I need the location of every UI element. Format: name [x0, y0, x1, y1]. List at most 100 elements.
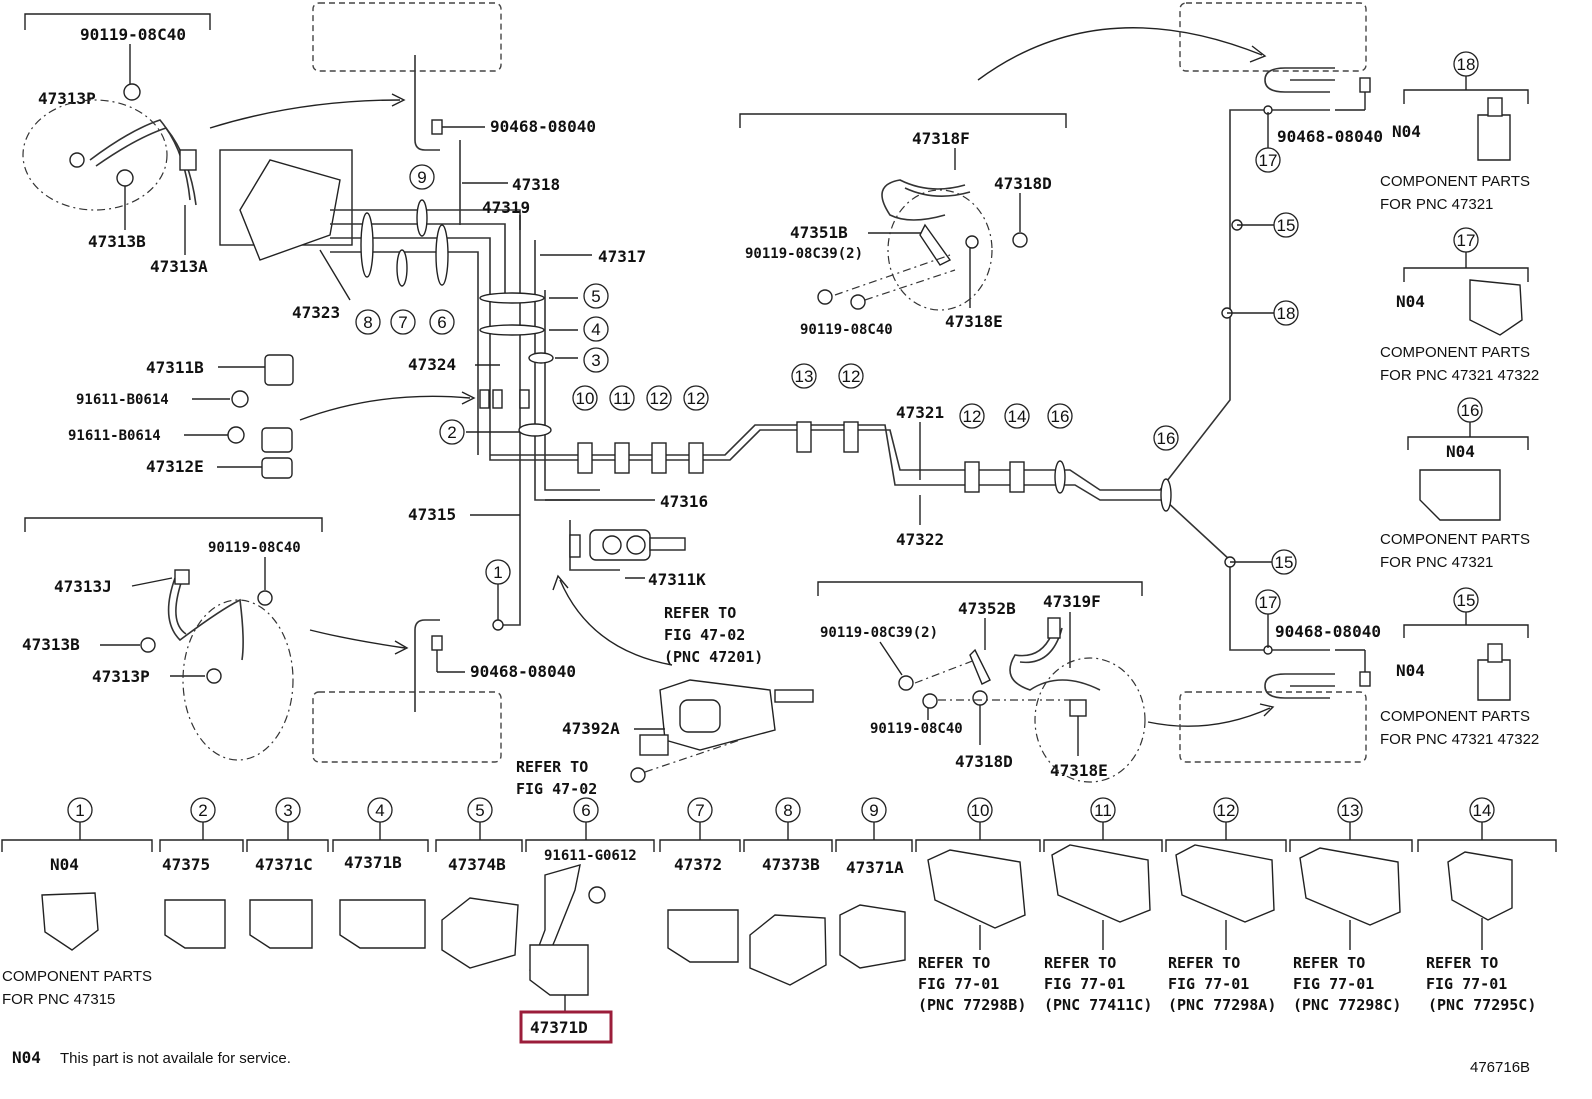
label-refer-b2[interactable]: FIG 47-02: [516, 780, 597, 798]
svg-text:3: 3: [591, 351, 600, 370]
label-47317[interactable]: 47317: [598, 247, 646, 266]
label-47318e-top[interactable]: 47318E: [945, 312, 1003, 331]
clamp-item-1[interactable]: 1 N04 COMPONENT PARTS FOR PNC 47315: [1, 797, 153, 1008]
clamp-icon: [927, 849, 1026, 929]
clamp-item-2[interactable]: 2 47375: [159, 797, 244, 949]
callout-16b: 16: [1153, 425, 1179, 451]
label-refer-a2[interactable]: FIG 47-02: [664, 626, 745, 644]
label-47312e[interactable]: 47312E: [146, 457, 204, 476]
label-47351b[interactable]: 47351B: [790, 223, 848, 242]
bolt-icon: [588, 886, 606, 904]
label-refer-a1[interactable]: REFER TO: [664, 604, 736, 622]
label-90119-08c39-bot[interactable]: 90119-08C39(2): [820, 625, 938, 641]
clamp-4-label: 47371B: [344, 853, 402, 872]
label-90468-bl[interactable]: 90468-08040: [470, 662, 576, 681]
bolt-icon: [898, 675, 914, 691]
label-47352b[interactable]: 47352B: [958, 599, 1016, 618]
bolt-icon: [1012, 232, 1028, 248]
callout-12b: 12: [683, 385, 709, 411]
label-90468-tr[interactable]: 90468-08040: [1277, 127, 1383, 146]
label-47313a[interactable]: 47313A: [150, 257, 208, 276]
svg-text:FIG 77-01: FIG 77-01: [918, 975, 999, 993]
clamp-icon: [749, 914, 827, 986]
label-90119-08c40-ml[interactable]: 90119-08C40: [208, 540, 301, 556]
svg-text:7: 7: [398, 313, 407, 332]
clamp-item-7[interactable]: 7 47372: [659, 797, 741, 963]
clamp-icon: [1447, 851, 1513, 921]
label-90119-08c40-bot[interactable]: 90119-08C40: [870, 721, 963, 737]
svg-text:COMPONENT PARTS: COMPONENT PARTS: [1380, 708, 1530, 725]
label-47313b-tl[interactable]: 47313B: [88, 232, 146, 251]
tube-bundle: [330, 109, 1330, 651]
clamp-item-5[interactable]: 5 47374B: [435, 797, 523, 969]
label-47313j[interactable]: 47313J: [54, 577, 112, 596]
label-47316[interactable]: 47316: [660, 492, 708, 511]
svg-text:6: 6: [437, 313, 446, 332]
clamp-icon: [1051, 844, 1151, 923]
label-47311k[interactable]: 47311K: [648, 570, 706, 589]
svg-text:FIG 77-01: FIG 77-01: [1044, 975, 1125, 993]
clamp-item-4[interactable]: 4 47371B: [332, 797, 429, 949]
label-47311b[interactable]: 47311B: [146, 358, 204, 377]
clamp-item-11[interactable]: 11 REFER TO FIG 77-01 (PNC 77411C): [1043, 797, 1163, 1014]
label-47324[interactable]: 47324: [408, 355, 456, 374]
svg-text:(PNC 77298B): (PNC 77298B): [918, 996, 1026, 1014]
label-47392a[interactable]: 47392A: [562, 719, 620, 738]
callout-2: 2: [439, 419, 465, 445]
label-refer-a3[interactable]: (PNC 47201): [664, 648, 763, 666]
label-47318f[interactable]: 47318F: [912, 129, 970, 148]
label-47323[interactable]: 47323: [292, 303, 340, 322]
clamp-1-code: N04: [50, 855, 79, 874]
svg-text:15: 15: [1277, 216, 1296, 235]
label-91611-b0614-a[interactable]: 91611-B0614: [76, 392, 169, 408]
legend-item-16[interactable]: 16 N04 COMPONENT PARTS FOR PNC 47321: [1380, 397, 1530, 571]
label-refer-b1[interactable]: REFER TO: [516, 758, 588, 776]
label-47319[interactable]: 47319: [482, 198, 530, 217]
svg-text:COMPONENT PARTS: COMPONENT PARTS: [2, 968, 152, 985]
clip-icon: [1359, 671, 1371, 687]
label-47319f[interactable]: 47319F: [1043, 592, 1101, 611]
label-47318d-top[interactable]: 47318D: [994, 174, 1052, 193]
svg-text:12: 12: [650, 389, 669, 408]
callouts-main: 9 8 7 6 5 4 3 2 1 10 11 12 12 13 12 12 1…: [355, 112, 1299, 648]
label-47315[interactable]: 47315: [408, 505, 456, 524]
label-47313b-ml[interactable]: 47313B: [22, 635, 80, 654]
clamp-item-8[interactable]: 8 47373B: [743, 797, 833, 986]
callout-12a: 12: [646, 385, 672, 411]
hose-detail-circle: [22, 99, 168, 211]
clamp-item-3[interactable]: 3 47371C: [246, 797, 329, 949]
label-90468-top[interactable]: 90468-08040: [490, 117, 596, 136]
label-47318d-bot[interactable]: 47318D: [955, 752, 1013, 771]
label-91611-b0614-b[interactable]: 91611-B0614: [68, 428, 161, 444]
label-47318[interactable]: 47318: [512, 175, 560, 194]
legend-item-17[interactable]: 17 N04 COMPONENT PARTS FOR PNC 47321 473…: [1380, 227, 1539, 384]
label-90119-08c40-top[interactable]: 90119-08C40: [800, 322, 893, 338]
label-90468-br[interactable]: 90468-08040: [1275, 622, 1381, 641]
legend-item-18[interactable]: 18 N04 COMPONENT PARTS FOR PNC 47321: [1380, 51, 1530, 213]
label-47318e-bot[interactable]: 47318E: [1050, 761, 1108, 780]
legend-item-15[interactable]: 15 N04 COMPONENT PARTS FOR PNC 47321 473…: [1380, 587, 1539, 748]
clamp-item-9[interactable]: 9 47371A: [835, 797, 913, 969]
svg-text:12: 12: [842, 367, 861, 386]
label-47321[interactable]: 47321: [896, 403, 944, 422]
label-47322[interactable]: 47322: [896, 530, 944, 549]
clamp-item-14[interactable]: 14 REFER TO FIG 77-01 (PNC 77295C): [1417, 797, 1557, 1014]
clamp-item-12[interactable]: 12 REFER TO FIG 77-01 (PNC 77298A): [1165, 797, 1287, 1014]
legend-code-15: N04: [1396, 661, 1425, 680]
svg-text:REFER TO: REFER TO: [918, 954, 990, 972]
svg-text:FOR PNC 47315: FOR PNC 47315: [2, 991, 115, 1008]
svg-text:5: 5: [591, 287, 600, 306]
label-47313p-ml[interactable]: 47313P: [92, 667, 150, 686]
clamp-item-10[interactable]: 10 REFER TO FIG 77-01 (PNC 77298B): [915, 797, 1041, 1014]
label-90119-08c40-tl[interactable]: 90119-08C40: [80, 25, 186, 44]
clamp-item-6[interactable]: 6 91611-G0612 47371D: [519, 797, 655, 1044]
label-47313p-tl[interactable]: 47313P: [38, 89, 96, 108]
label-90119-08c39-top[interactable]: 90119-08C39(2): [745, 246, 863, 262]
svg-text:FOR PNC 47321 47322: FOR PNC 47321 47322: [1380, 731, 1539, 748]
svg-text:15: 15: [1275, 553, 1294, 572]
actuator-icon: [239, 159, 341, 261]
svg-text:11: 11: [1094, 801, 1112, 820]
rear-right-hose-detail: 47318F 47318D 47351B 90119-08C39(2) 9011…: [739, 27, 1267, 338]
clamp-item-13[interactable]: 13 REFER TO FIG 77-01 (PNC 77298C): [1289, 797, 1413, 1014]
svg-text:COMPONENT PARTS: COMPONENT PARTS: [1380, 531, 1530, 548]
